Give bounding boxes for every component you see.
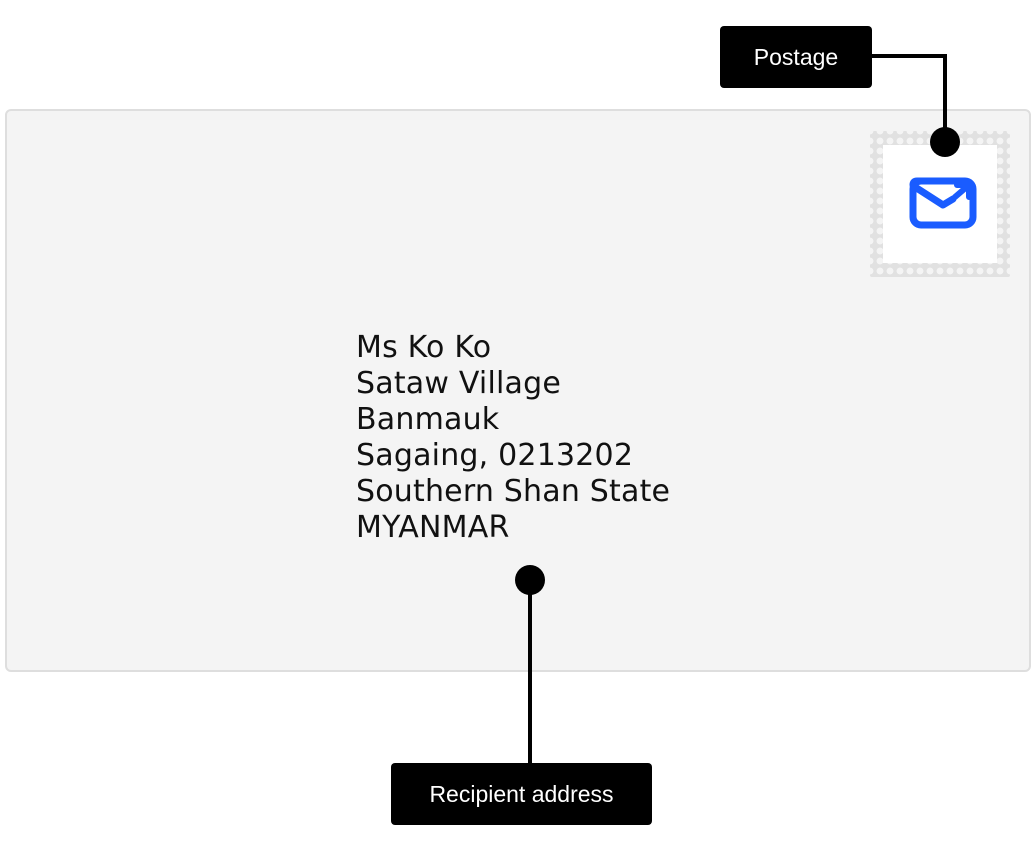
mail-send-icon — [907, 175, 977, 235]
recipient-address-label: Recipient address — [391, 763, 652, 825]
address-line-town: Banmauk — [356, 402, 500, 437]
address-line-street: Sataw Village — [356, 366, 561, 401]
postage-stamp — [870, 131, 1010, 277]
address-line-name: Ms Ko Ko — [356, 330, 492, 365]
recipient-address: Ms Ko Ko Sataw Village Banmauk Sagaing, … — [356, 330, 670, 546]
address-line-state: Southern Shan State — [356, 474, 671, 509]
address-line-country: MYANMAR — [356, 510, 510, 545]
postage-label: Postage — [720, 26, 872, 88]
address-line-region-postcode: Sagaing, 0213202 — [356, 438, 634, 473]
